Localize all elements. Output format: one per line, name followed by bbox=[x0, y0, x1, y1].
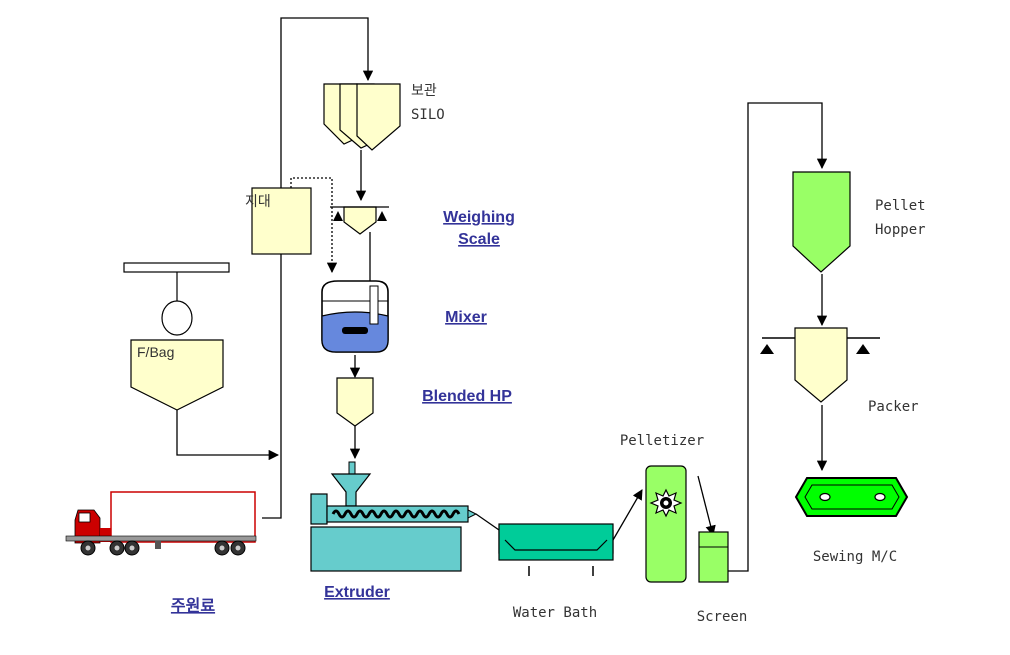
weighing-scale-icon bbox=[330, 206, 389, 235]
pelletizer-icon bbox=[645, 465, 687, 583]
sewing-machine-icon bbox=[794, 477, 909, 517]
label-fbag: F/Bag bbox=[137, 344, 174, 360]
blended-hopper-icon bbox=[336, 377, 374, 427]
label-silo: 보관 bbox=[411, 83, 437, 99]
label-water-bath: Water Bath bbox=[513, 605, 597, 621]
label-extruder: Extruder bbox=[324, 584, 390, 601]
truck-icon bbox=[65, 491, 257, 556]
fbag-hopper-icon bbox=[123, 262, 230, 411]
label-weighing-2: Scale bbox=[458, 231, 500, 248]
packer-icon bbox=[760, 327, 880, 403]
water-bath-icon bbox=[475, 513, 614, 576]
label-raw-material: 주원료 bbox=[171, 597, 215, 615]
conveyor-line-to-silo bbox=[262, 17, 374, 519]
label-blended-hp: Blended HP bbox=[422, 388, 512, 405]
line-to-pelletizer bbox=[612, 489, 643, 541]
line-pelletizer-to-screen bbox=[697, 475, 716, 537]
label-mixer: Mixer bbox=[445, 309, 487, 326]
extruder-icon bbox=[310, 461, 478, 572]
label-silo-sub: SILO bbox=[411, 107, 445, 123]
label-sewing-mc: Sewing M/C bbox=[813, 549, 897, 565]
silo-icon bbox=[323, 83, 401, 151]
line-screen-to-pellet-hopper bbox=[728, 102, 828, 572]
line-fbag-to-conveyor bbox=[176, 408, 280, 461]
mixer-icon bbox=[321, 280, 389, 353]
label-weighing-1: Weighing bbox=[443, 209, 515, 226]
screen-icon bbox=[698, 531, 729, 583]
label-screen: Screen bbox=[697, 609, 748, 625]
label-pellet: Pellet bbox=[875, 198, 926, 214]
label-packer: Packer bbox=[868, 399, 919, 415]
label-hopper: Hopper bbox=[875, 222, 926, 238]
label-jidae: 지대 bbox=[245, 194, 271, 210]
pellet-hopper-icon bbox=[792, 171, 851, 273]
jidae-box bbox=[251, 187, 312, 255]
label-pelletizer: Pelletizer bbox=[620, 433, 704, 449]
line-jidae-dotted bbox=[290, 177, 338, 274]
